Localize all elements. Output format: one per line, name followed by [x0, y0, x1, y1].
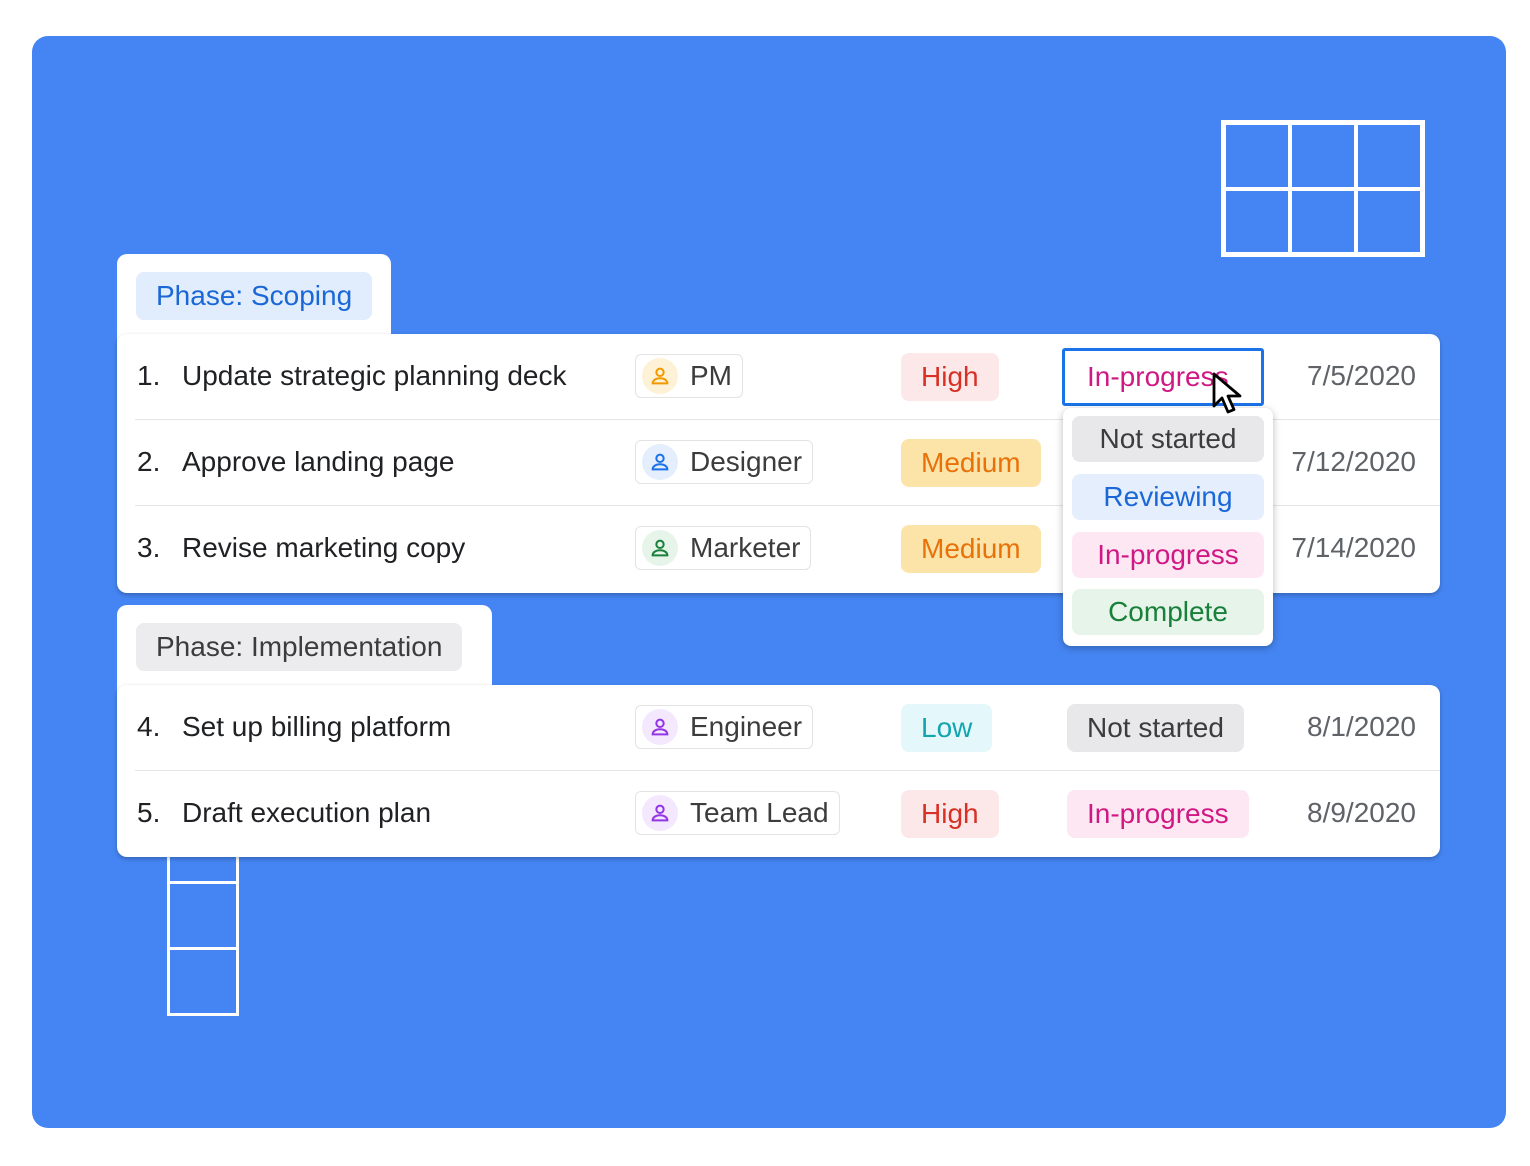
- priority-badge[interactable]: Medium: [901, 439, 1041, 487]
- assignee-chip[interactable]: PM: [635, 354, 743, 398]
- task-number: 5.: [137, 797, 161, 828]
- task-name[interactable]: Approve landing page: [182, 446, 455, 477]
- priority-badge[interactable]: High: [901, 790, 999, 838]
- assignee-chip[interactable]: Team Lead: [635, 791, 840, 835]
- task-number: 4.: [137, 711, 161, 742]
- status-dropdown-field[interactable]: In-progress: [1062, 348, 1264, 406]
- due-date: 7/5/2020: [1307, 360, 1416, 391]
- mouse-cursor-icon: [1212, 372, 1242, 414]
- status-badge[interactable]: In-progress: [1067, 790, 1249, 838]
- status-dropdown-menu: Not started Reviewing In-progress Comple…: [1063, 408, 1273, 646]
- assignee-chip[interactable]: Designer: [635, 440, 814, 484]
- status-option-in-progress[interactable]: In-progress: [1072, 532, 1264, 578]
- decorative-grid-icon: [1221, 120, 1425, 257]
- status-badge[interactable]: Not started: [1067, 704, 1244, 752]
- task-name[interactable]: Set up billing platform: [182, 711, 452, 742]
- priority-badge[interactable]: High: [901, 353, 999, 401]
- assignee-chip[interactable]: Marketer: [635, 526, 812, 570]
- table-row[interactable]: 2. Approve landing page Designer Medium …: [117, 420, 1440, 506]
- task-number: 3.: [137, 532, 161, 563]
- due-date: 7/12/2020: [1291, 446, 1416, 477]
- phase-card-implementation: 4. Set up billing platform Engineer Low …: [117, 685, 1440, 857]
- phase-label: Phase: Implementation: [136, 623, 463, 671]
- assignee-label: Designer: [690, 446, 803, 477]
- phase-label: Phase: Scoping: [136, 272, 373, 320]
- task-name[interactable]: Revise marketing copy: [182, 532, 466, 563]
- phase-tab-scoping[interactable]: Phase: Scoping: [117, 254, 391, 344]
- table-row[interactable]: 3. Revise marketing copy Marketer Medium…: [117, 506, 1440, 592]
- status-option-reviewing[interactable]: Reviewing: [1072, 474, 1264, 520]
- due-date: 8/9/2020: [1307, 797, 1416, 828]
- assignee-label: Team Lead: [690, 797, 829, 828]
- due-date: 8/1/2020: [1307, 711, 1416, 742]
- task-name[interactable]: Draft execution plan: [182, 797, 432, 828]
- decorative-column-icon: [167, 855, 239, 1016]
- status-option-complete[interactable]: Complete: [1072, 589, 1264, 635]
- person-icon: [642, 444, 678, 480]
- person-icon: [642, 530, 678, 566]
- phase-tab-implementation[interactable]: Phase: Implementation: [117, 605, 492, 695]
- task-number: 2.: [137, 446, 161, 477]
- priority-badge[interactable]: Medium: [901, 525, 1041, 573]
- status-option-not-started[interactable]: Not started: [1072, 416, 1264, 462]
- assignee-label: Marketer: [690, 532, 801, 563]
- task-number: 1.: [137, 360, 161, 391]
- table-row[interactable]: 4. Set up billing platform Engineer Low …: [117, 685, 1440, 771]
- table-row[interactable]: 5. Draft execution plan Team Lead High I…: [117, 771, 1440, 857]
- person-icon: [642, 709, 678, 745]
- due-date: 7/14/2020: [1291, 532, 1416, 563]
- assignee-label: Engineer: [690, 711, 803, 742]
- table-row[interactable]: 1. Update strategic planning deck PM Hig…: [117, 334, 1440, 420]
- person-icon: [642, 358, 678, 394]
- assignee-chip[interactable]: Engineer: [635, 705, 814, 749]
- task-name[interactable]: Update strategic planning deck: [182, 360, 567, 391]
- priority-badge[interactable]: Low: [901, 704, 993, 752]
- person-icon: [642, 795, 678, 831]
- assignee-label: PM: [690, 360, 732, 391]
